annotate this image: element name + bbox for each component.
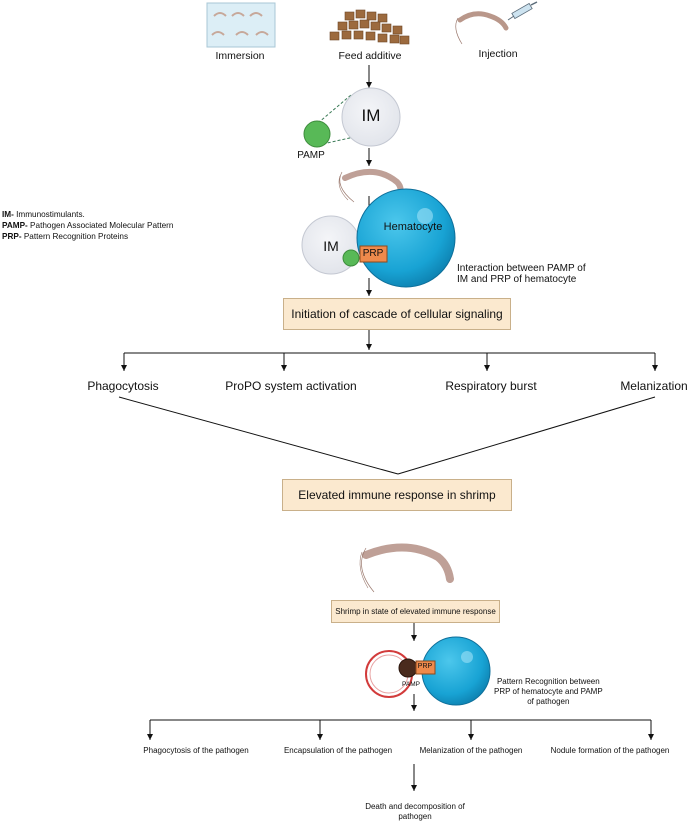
outcome-nodule-formation: Nodule formation of the pathogen — [550, 746, 670, 755]
pattern-note-line3: of pathogen — [527, 697, 570, 706]
injection-shrimp-icon — [455, 11, 509, 45]
pamp-circle-top — [303, 120, 331, 148]
prp-box-middle — [359, 245, 388, 263]
final-outcome-line1: Death and decomposition of — [365, 802, 465, 811]
prp-box-bottom — [415, 660, 436, 675]
initiation-box: Initiation of cascade of cellular signal… — [283, 298, 511, 330]
immersion-label: Immersion — [215, 50, 265, 62]
legend-item-prp: PRP- Pattern Recognition Proteins — [2, 232, 129, 241]
outcome-phagocytosis: Phagocytosis of the pathogen — [143, 746, 249, 755]
interaction-note: Interaction between PAMP of IM and PRP o… — [457, 263, 586, 285]
syringe-icon — [507, 1, 538, 21]
interaction-note-line2: IM and PRP of hematocyte — [457, 274, 577, 285]
pamp-label-bottom: PAMP — [402, 681, 420, 688]
feed-additive-label: Feed additive — [338, 50, 402, 62]
outcome-melanization: Melanization of the pathogen — [419, 746, 523, 755]
final-outcome: Death and decomposition of pathogen — [365, 802, 465, 822]
im-label-middle: IM — [323, 238, 339, 254]
final-outcome-line2: pathogen — [398, 812, 432, 821]
shrimp-icon-bottom — [359, 543, 454, 593]
im-label-top: IM — [361, 106, 381, 125]
pamp-label-top: PAMP — [297, 150, 325, 161]
interaction-note-line1: Interaction between PAMP of — [457, 263, 586, 274]
immersion-tank-icon — [206, 2, 276, 48]
outcome-encapsulation: Encapsulation of the pathogen — [283, 746, 393, 755]
im-circle-top — [341, 87, 401, 147]
elevated-response-box: Elevated immune response in shrimp — [282, 479, 512, 511]
response-propo-activation: ProPO system activation — [225, 379, 357, 393]
feed-pellets-icon — [329, 9, 410, 45]
hematocyte-circle — [356, 188, 456, 288]
injection-label: Injection — [478, 48, 518, 60]
shrimp-state-box: Shrimp in state of elevated immune respo… — [331, 600, 500, 623]
pattern-recognition-note: Pattern Recognition between PRP of hemat… — [494, 677, 603, 707]
legend-item-im: IM- Immunostimulants. — [2, 210, 85, 219]
prp-label-bottom: PRP — [417, 663, 433, 670]
legend-item-pamp: PAMP- Pathogen Associated Molecular Patt… — [2, 221, 174, 230]
pamp-circle-bottom — [398, 658, 418, 678]
response-melanization: Melanization — [620, 379, 688, 393]
abbreviation-legend: IM- Immunostimulants. PAMP- Pathogen Ass… — [2, 209, 173, 242]
response-phagocytosis: Phagocytosis — [87, 379, 159, 393]
pattern-note-line1: Pattern Recognition between — [496, 677, 600, 686]
hematocyte-label: Hematocyte — [383, 221, 443, 233]
pamp-circle-middle — [342, 249, 360, 267]
pattern-note-line2: PRP of hematocyte and PAMP — [494, 687, 603, 696]
response-respiratory-burst: Respiratory burst — [445, 379, 537, 393]
prp-label-middle: PRP — [362, 248, 384, 259]
